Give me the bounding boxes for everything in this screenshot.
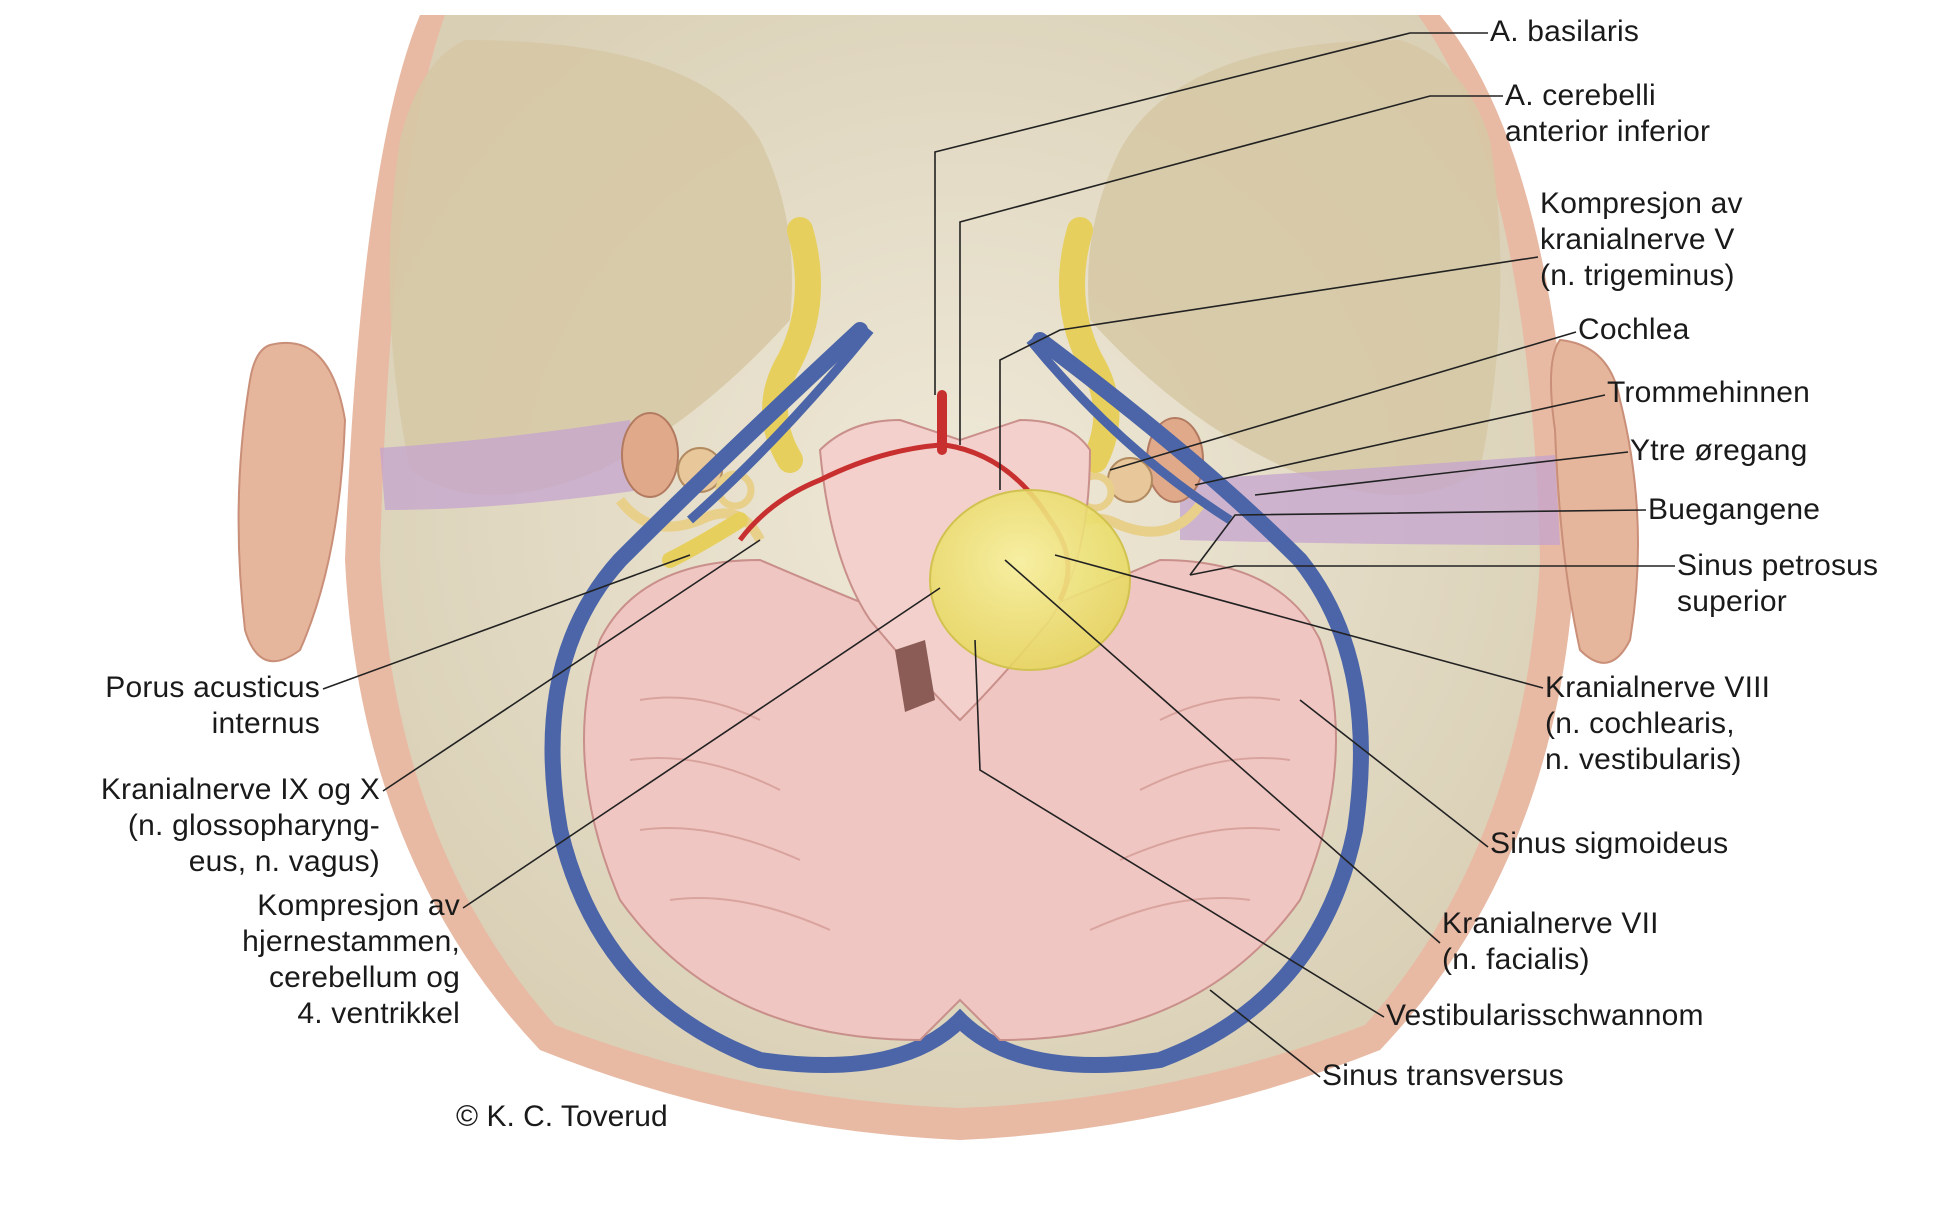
label-basilaris-line1: A. basilaris bbox=[1490, 15, 1640, 48]
left-middle-fossa bbox=[389, 40, 792, 495]
left-trigeminal-nerve bbox=[762, 217, 821, 473]
label-trigeminus: Kompresjon av kranialnerve V (n. trigemi… bbox=[1540, 186, 1743, 294]
right-ear bbox=[1550, 338, 1639, 664]
left-ear-canal bbox=[380, 420, 640, 510]
label-porus-line2: internus bbox=[211, 707, 320, 740]
label-aica-line1: A. cerebelli bbox=[1505, 79, 1656, 112]
label-petrosus-line1: Sinus petrosus bbox=[1677, 549, 1879, 582]
label-trigeminus-line2: kranialnerve V bbox=[1540, 223, 1735, 256]
label-n7: Kranialnerve VII (n. facialis) bbox=[1442, 906, 1659, 978]
label-petrosus-line2: superior bbox=[1677, 585, 1787, 618]
label-aica: A. cerebelli anterior inferior bbox=[1505, 78, 1710, 150]
label-hjernestamme-line1: Kompresjon av bbox=[257, 889, 460, 922]
label-transversus-line1: Sinus transversus bbox=[1322, 1059, 1564, 1092]
label-hjernestamme-line3: cerebellum og bbox=[268, 961, 460, 994]
label-sigmoideus-line1: Sinus sigmoideus bbox=[1490, 827, 1729, 860]
label-buegangene-line1: Buegangene bbox=[1648, 493, 1821, 526]
right-ear-canal bbox=[1180, 455, 1560, 545]
sinus-transversus bbox=[544, 322, 1369, 1073]
fourth-ventricle bbox=[895, 640, 935, 712]
label-oregang-line1: Ytre øregang bbox=[1630, 434, 1808, 467]
label-n7-line1: Kranialnerve VII bbox=[1442, 907, 1659, 940]
label-n7-line2: (n. facialis) bbox=[1442, 943, 1590, 976]
right-trigeminal-nerve bbox=[1059, 217, 1120, 473]
label-hjernestamme-line4: 4. ventrikkel bbox=[297, 997, 460, 1030]
left-cn-ix-x bbox=[662, 512, 748, 568]
label-n8-line2: (n. cochlearis, bbox=[1545, 707, 1735, 740]
label-hjernestamme-line2: hjernestammen, bbox=[242, 925, 460, 958]
label-porus-line1: Porus acusticus bbox=[105, 671, 320, 704]
label-buegangene: Buegangene bbox=[1648, 492, 1820, 528]
label-trommehinnen: Trommehinnen bbox=[1607, 375, 1810, 411]
label-n8-line3: n. vestibularis) bbox=[1545, 743, 1742, 776]
aica-left bbox=[738, 442, 941, 542]
label-hjernestamme: Kompresjon av hjernestammen, cerebellum … bbox=[242, 888, 460, 1032]
left-ear bbox=[237, 341, 347, 663]
label-cochlea: Cochlea bbox=[1578, 312, 1689, 348]
label-petrosus: Sinus petrosus superior bbox=[1677, 548, 1878, 620]
label-n9-10-line3: eus, n. vagus) bbox=[188, 845, 380, 878]
label-porus: Porus acusticus internus bbox=[105, 670, 320, 742]
label-oregang: Ytre øregang bbox=[1630, 433, 1808, 469]
label-transversus: Sinus transversus bbox=[1322, 1058, 1564, 1094]
leader-lines bbox=[322, 32, 1675, 1078]
label-trigeminus-line3: (n. trigeminus) bbox=[1540, 259, 1735, 292]
label-n8: Kranialnerve VIII (n. cochlearis, n. ves… bbox=[1545, 670, 1770, 778]
label-aica-line2: anterior inferior bbox=[1505, 115, 1711, 148]
copyright-text: © K. C. Toverud bbox=[456, 1100, 668, 1133]
label-schwannom-line1: Vestibularisschwannom bbox=[1386, 999, 1704, 1032]
right-middle-fossa bbox=[1088, 40, 1501, 495]
label-n9-10: Kranialnerve IX og X (n. glossopharyng- … bbox=[101, 772, 380, 880]
label-n8-line1: Kranialnerve VIII bbox=[1545, 671, 1771, 704]
label-schwannom: Vestibularisschwannom bbox=[1386, 998, 1704, 1034]
label-n9-10-line2: (n. glossopharyng- bbox=[127, 809, 380, 842]
sinus-petrosus-left bbox=[687, 327, 874, 524]
label-cochlea-line1: Cochlea bbox=[1578, 313, 1690, 346]
sinus-petrosus-superior bbox=[1026, 337, 1233, 524]
label-n9-10-line1: Kranialnerve IX og X bbox=[100, 773, 380, 806]
label-basilaris: A. basilaris bbox=[1490, 14, 1639, 50]
label-trommehinnen-line1: Trommehinnen bbox=[1607, 376, 1811, 409]
cerebellar-folia bbox=[629, 696, 1291, 931]
label-sigmoideus: Sinus sigmoideus bbox=[1490, 826, 1728, 862]
label-trigeminus-line1: Kompresjon av bbox=[1540, 187, 1743, 220]
